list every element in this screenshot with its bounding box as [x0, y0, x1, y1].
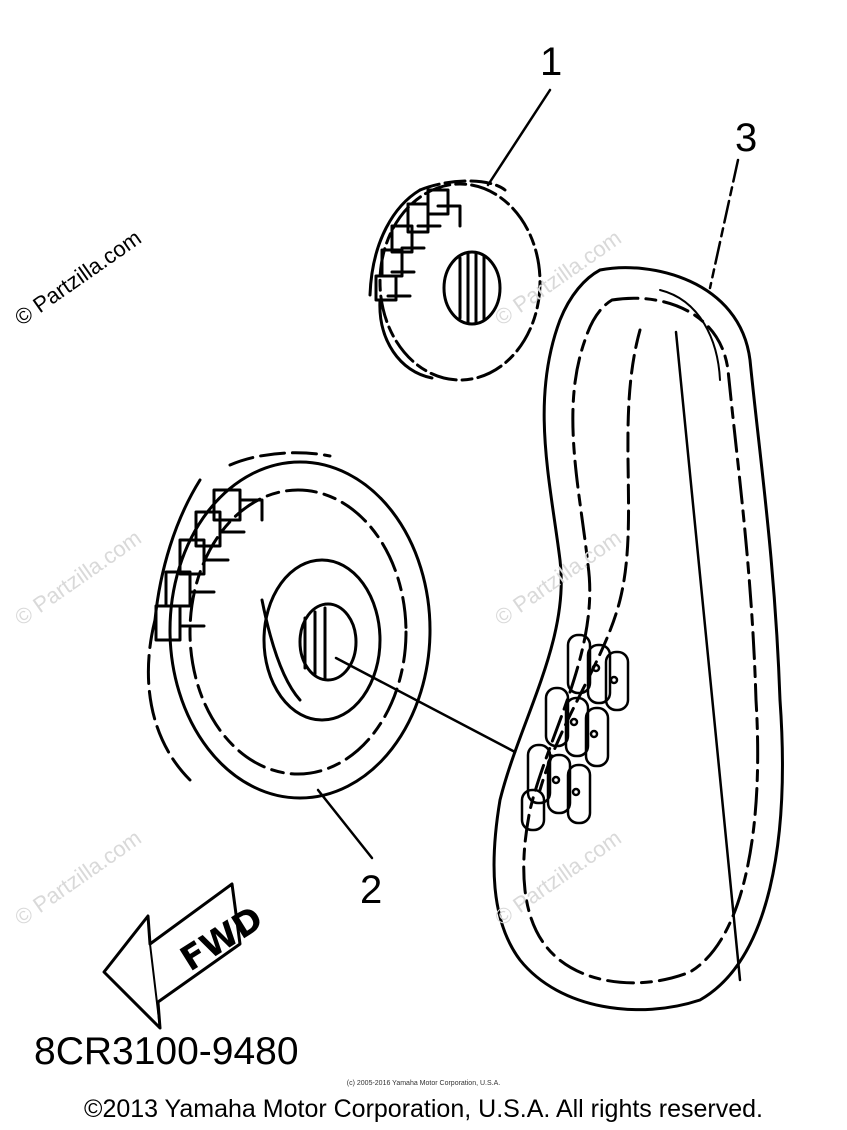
fwd-arrow: [102, 882, 242, 1030]
leader-line-1: [486, 88, 552, 187]
leader-line-3: [708, 158, 740, 290]
fwd-label: FWD: [174, 899, 271, 980]
drive-chain: [492, 266, 784, 1012]
leader-line-sprocket-chain: [334, 656, 517, 754]
callout-3: 3: [735, 116, 758, 160]
copyright-notice: ©2013 Yamaha Motor Corporation, U.S.A. A…: [84, 1095, 763, 1123]
part-code: 8CR3100-9480: [34, 1030, 299, 1073]
small-sprocket: [368, 179, 542, 382]
callout-2: 2: [360, 868, 383, 912]
small-copyright: (c) 2005-2016 Yamaha Motor Corporation, …: [346, 1080, 501, 1087]
leader-line-2: [316, 788, 374, 860]
large-sprocket: [146, 451, 432, 800]
callout-1: 1: [540, 40, 563, 84]
